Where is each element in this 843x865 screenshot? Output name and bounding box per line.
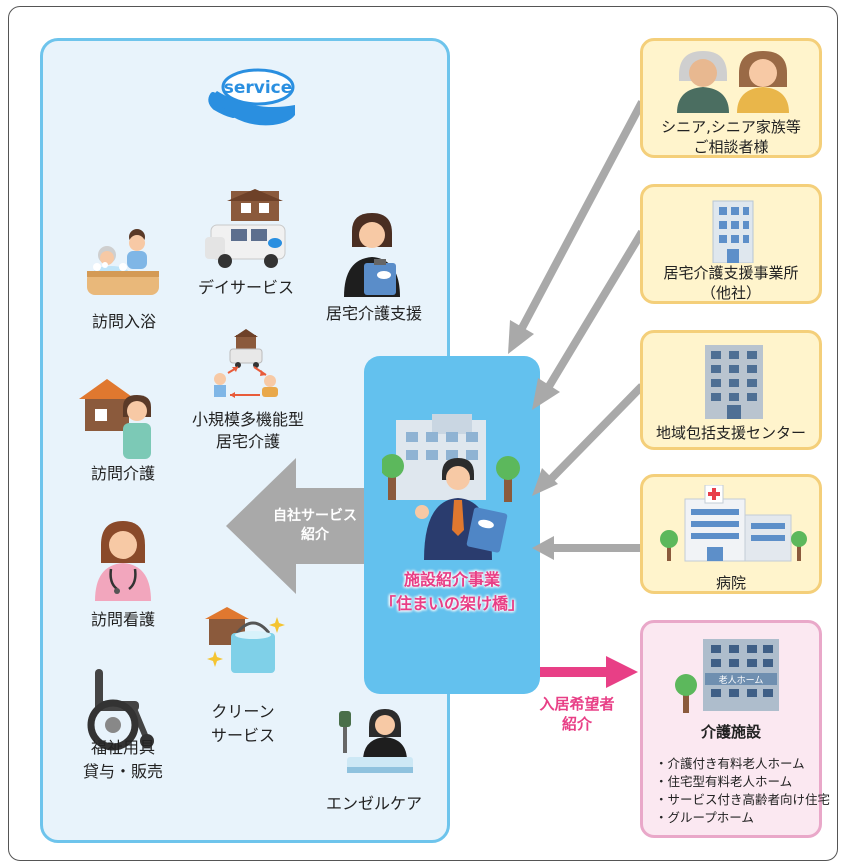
- service-label-shokibo-1: 小規模多機能型: [191, 410, 304, 429]
- service-label-day-service: デイサービス: [197, 278, 294, 297]
- list-item: ・サービス付き高齢者向け住宅: [655, 792, 831, 807]
- day-service-van-icon: [205, 189, 286, 268]
- service-label-kyotaku-shien: 居宅介護支援: [325, 304, 422, 323]
- service-label-clean-2: サービス: [210, 726, 275, 745]
- own-service-arrow-label-1: 自社サービス: [273, 508, 357, 524]
- list-item: ・介護付き有料老人ホーム: [655, 756, 805, 771]
- office-building-icon: [712, 200, 754, 263]
- bathing-icon: [87, 229, 159, 295]
- facility-introduction-business: 施設紹介事業 「住まいの架け橋」: [364, 356, 540, 694]
- service-label-homon-kango: 訪問看護: [90, 610, 155, 629]
- resident-referral-arrow: [540, 656, 638, 688]
- service-label-fukushi-1: 福祉用具: [90, 738, 155, 757]
- service-label-fukushi-2: 貸与・販売: [82, 762, 163, 781]
- wheelchair-icon: [87, 669, 154, 751]
- resident-referral-label-1: 入居希望者: [539, 695, 615, 713]
- service-label-homon-nyuyoku: 訪問入浴: [91, 312, 156, 331]
- facility-type-list: ・介護付き有料老人ホーム ・住宅型有料老人ホーム ・サービス付き高齢者向け住宅 …: [655, 755, 830, 827]
- services-panel: service 訪問入浴 デイサービス 居宅介護支援: [40, 38, 450, 843]
- care-manager-icon: [344, 213, 400, 297]
- nursing-home-sign: 老人ホーム: [719, 674, 764, 686]
- list-item: ・グループホーム: [655, 810, 754, 825]
- service-label-homon-kaigo: 訪問介護: [90, 464, 155, 483]
- source-1-line1: シニア,シニア家族等: [661, 118, 801, 136]
- referral-arrows: [508, 100, 646, 560]
- own-service-arrow: [226, 458, 368, 594]
- hospital-icon: [660, 485, 807, 562]
- center-title-line1: 施設紹介事業: [403, 570, 500, 589]
- service-label-shokibo-2: 居宅介護: [215, 432, 280, 451]
- consultant-building-icon: [382, 414, 520, 560]
- apartment-building-icon: [705, 345, 763, 419]
- source-care-office: 居宅介護支援事業所 （他社）: [640, 184, 822, 304]
- center-title-line2: 「住まいの架け橋」: [379, 594, 524, 613]
- source-community-center: 地域包括支援センター: [640, 330, 822, 450]
- own-service-arrow-label-2: 紹介: [301, 527, 329, 543]
- multi-function-care-icon: [214, 329, 278, 398]
- source-3-line1: 地域包括支援センター: [655, 424, 806, 442]
- service-badge-text: service: [224, 78, 293, 98]
- nurse-icon: [95, 521, 151, 601]
- source-1-line2: ご相談者様: [693, 138, 769, 156]
- care-facility-box: 老人ホーム 介護施設 ・介護付き有料老人ホーム ・住宅型有料老人ホーム ・サービ…: [640, 620, 830, 838]
- resident-referral-label-2: 紹介: [561, 715, 592, 733]
- angel-care-icon: [339, 709, 413, 773]
- service-label-angel-care: エンゼルケア: [325, 794, 422, 813]
- nursing-home-building-icon: 老人ホーム: [675, 639, 779, 713]
- list-item: ・住宅型有料老人ホーム: [655, 774, 793, 789]
- facility-title: 介護施設: [700, 723, 761, 741]
- source-2-line1: 居宅介護支援事業所: [663, 264, 799, 282]
- senior-couple-icon: [677, 51, 789, 113]
- source-senior-family: シニア,シニア家族等 ご相談者様: [640, 38, 822, 158]
- service-hand-icon: service: [208, 68, 295, 126]
- source-hospital: 病院: [640, 474, 822, 594]
- cleaning-icon: [205, 607, 285, 673]
- source-2-line2: （他社）: [700, 284, 761, 302]
- source-4-line1: 病院: [715, 574, 746, 592]
- service-label-clean-1: クリーン: [211, 702, 275, 721]
- home-care-icon: [79, 379, 151, 459]
